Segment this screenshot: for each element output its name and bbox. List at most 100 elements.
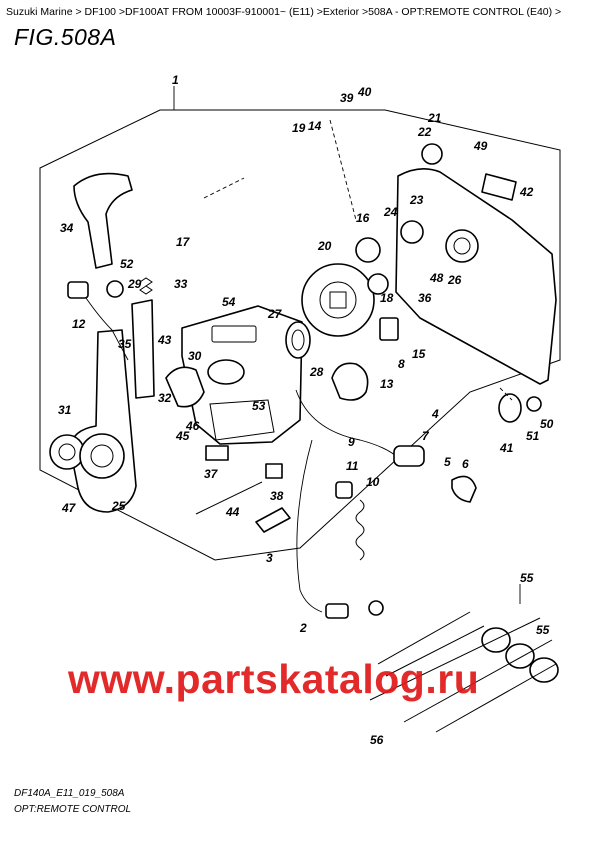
callout: 48 (429, 271, 444, 285)
callout-labels: 1 2 3 4 5 6 7 8 9 10 11 12 13 14 15 16 1… (58, 73, 554, 747)
callout: 56 (370, 733, 384, 747)
warning-buzzer (331, 362, 369, 401)
side-cover (395, 168, 557, 385)
callout: 34 (60, 221, 74, 235)
indicator-panel (211, 325, 257, 343)
lever-bracket (131, 299, 155, 399)
callout: 17 (176, 235, 191, 249)
harness-connector (325, 603, 349, 619)
callout: 36 (418, 291, 432, 305)
washer-51 (106, 280, 124, 298)
figure-title: FIG.508A (14, 24, 117, 50)
callout: 8 (398, 357, 405, 371)
callout: 32 (158, 391, 172, 405)
lever-hub-cover (49, 434, 85, 470)
lever-hub-inner (58, 443, 76, 461)
cover-cap (481, 173, 517, 201)
trim-switch (67, 281, 89, 299)
shift-cam-plate (207, 359, 245, 385)
callout: 33 (174, 277, 188, 291)
cover-gear (400, 220, 424, 244)
callout: 43 (157, 333, 172, 347)
callout: 2 (299, 621, 307, 635)
callout: 55 (536, 623, 550, 637)
callout: 30 (188, 349, 202, 363)
lanyard-clip (368, 600, 384, 616)
bolt-54b (385, 625, 485, 677)
callout: 26 (447, 273, 462, 287)
key-switch-knob (451, 475, 477, 503)
callout: 13 (380, 377, 394, 391)
spring (139, 277, 153, 295)
callout: 7 (422, 429, 430, 443)
callout: 41 (499, 441, 514, 455)
callout: 40 (357, 85, 372, 99)
callout: 27 (267, 307, 283, 321)
clip-37 (265, 463, 283, 479)
callout: 12 (72, 317, 86, 331)
gear-disc (301, 263, 375, 337)
friction-adjuster (355, 237, 381, 263)
callout: 29 (127, 277, 142, 291)
callout: 20 (317, 239, 332, 253)
callout: 4 (431, 407, 439, 421)
callout: 3 (266, 551, 273, 565)
bracket-36 (205, 445, 229, 461)
callout: 23 (409, 193, 424, 207)
figure-caption: OPT:REMOTE CONTROL (14, 804, 132, 815)
callout: 14 (308, 119, 322, 133)
neutral-switch (379, 317, 399, 341)
gasket-27 (285, 321, 311, 359)
plate-3 (255, 507, 291, 533)
callout: 1 (172, 73, 179, 87)
callout: 21 (427, 111, 442, 125)
callout: 53 (252, 399, 266, 413)
callout: 25 (111, 499, 126, 513)
breadcrumb[interactable]: Suzuki Marine > DF100 >DF100AT FROM 1000… (6, 6, 562, 18)
callout: 28 (309, 365, 324, 379)
bolt-54a (377, 611, 471, 665)
callout: 52 (120, 257, 134, 271)
callout: 50 (540, 417, 554, 431)
key-switch (393, 445, 425, 467)
main-harness (296, 439, 323, 613)
callout: 39 (340, 91, 354, 105)
callout: 42 (519, 185, 534, 199)
callout: 22 (417, 125, 432, 139)
friction-plate (367, 273, 389, 295)
callout: 44 (225, 505, 240, 519)
bolt-56c (435, 663, 557, 733)
bolt-56a (369, 617, 541, 701)
mounting-plate (209, 399, 275, 441)
callout: 6 (462, 457, 469, 471)
bolt-56b (403, 639, 553, 723)
callout: 47 (61, 501, 77, 515)
callout: 37 (204, 467, 219, 481)
cover-boss (445, 229, 479, 263)
assembly-outline (39, 109, 561, 561)
control-handle (73, 172, 133, 269)
callout: 24 (383, 205, 398, 219)
detent-cam (165, 366, 205, 408)
callout: 18 (380, 291, 394, 305)
spacer-55a (481, 627, 511, 653)
nut-40 (498, 393, 522, 423)
callout: 49 (473, 139, 488, 153)
callout: 45 (175, 429, 190, 443)
callout: 31 (58, 403, 72, 417)
figure-code: DF140A_E11_019_508A (14, 788, 125, 799)
lanyard-coil (355, 499, 365, 561)
callout: 46 (185, 419, 200, 433)
spacer-55b (505, 643, 535, 669)
callout: 55 (520, 571, 534, 585)
callout: 35 (118, 337, 132, 351)
washer-49 (526, 396, 542, 412)
callout: 11 (346, 459, 359, 473)
callout: 38 (270, 489, 284, 503)
callout: 9 (348, 435, 355, 449)
watermark: www.partskatalog.ru (68, 656, 480, 702)
callout: 10 (366, 475, 380, 489)
callout: 51 (526, 429, 540, 443)
callout: 16 (356, 211, 370, 225)
